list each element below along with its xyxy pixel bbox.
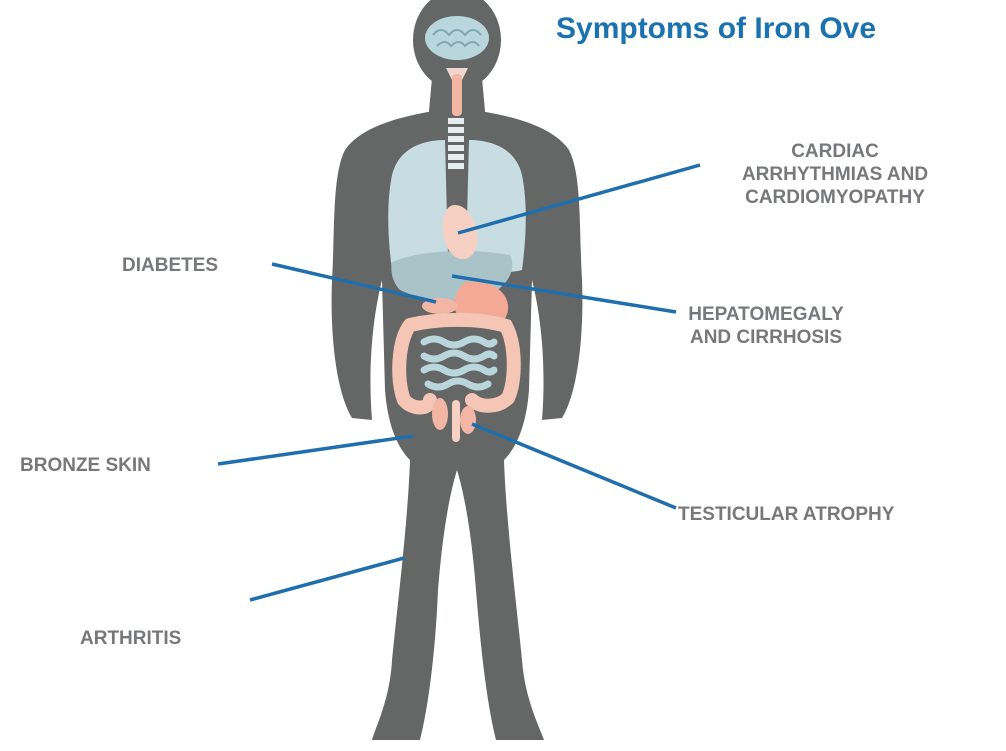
label-hepatomegaly-line-2: AND CIRRHOSIS xyxy=(666,326,866,349)
label-cardiac-line-2: ARRHYTHMIAS AND xyxy=(700,163,970,186)
label-hepatomegaly-line-1: HEPATOMEGALY xyxy=(666,303,866,326)
label-cardiac: CARDIAC ARRHYTHMIAS AND CARDIOMYOPATHY xyxy=(700,140,970,209)
page-title: Symptoms of Iron Ove xyxy=(556,12,876,46)
label-diabetes: DIABETES xyxy=(122,254,218,277)
label-cardiac-line-1: CARDIAC xyxy=(700,140,970,163)
brain xyxy=(425,16,489,60)
leader-line-arthritis xyxy=(250,558,404,600)
esophagus xyxy=(452,74,462,116)
leader-line-bronze-skin xyxy=(218,436,413,464)
label-cardiac-line-3: CARDIOMYOPATHY xyxy=(700,186,970,209)
label-arthritis: ARTHRITIS xyxy=(80,627,181,650)
label-hepatomegaly: HEPATOMEGALY AND CIRRHOSIS xyxy=(666,303,866,349)
label-bronze-skin: BRONZE SKIN xyxy=(20,454,151,477)
label-testicular-atrophy: TESTICULAR ATROPHY xyxy=(678,503,894,526)
